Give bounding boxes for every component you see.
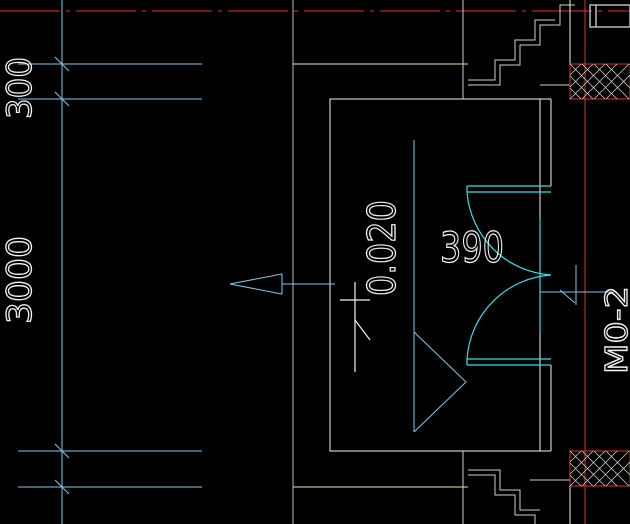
- center-dimension-text: 390: [440, 223, 504, 272]
- elevation-text: 0.020: [360, 200, 404, 296]
- center-dimension: [413, 140, 467, 433]
- door-swing: [466, 185, 552, 366]
- door-tag-text: M0-2: [600, 286, 630, 374]
- hatch-bottom-right: [569, 450, 630, 487]
- dimension-text-3000: 3000: [0, 236, 40, 324]
- elevation-arrow: [229, 273, 335, 295]
- yellow-lines: [293, 63, 468, 488]
- dimension-chain-left: [18, 0, 202, 524]
- elevation-marker: [340, 282, 371, 372]
- door-tag-leader: [540, 265, 615, 305]
- stair-pattern-top: [462, 0, 575, 99]
- corner-block: [589, 4, 630, 28]
- hatch-top-right: [569, 63, 630, 100]
- stair-pattern-bottom: [462, 451, 570, 524]
- dimension-text-300: 300: [0, 57, 40, 119]
